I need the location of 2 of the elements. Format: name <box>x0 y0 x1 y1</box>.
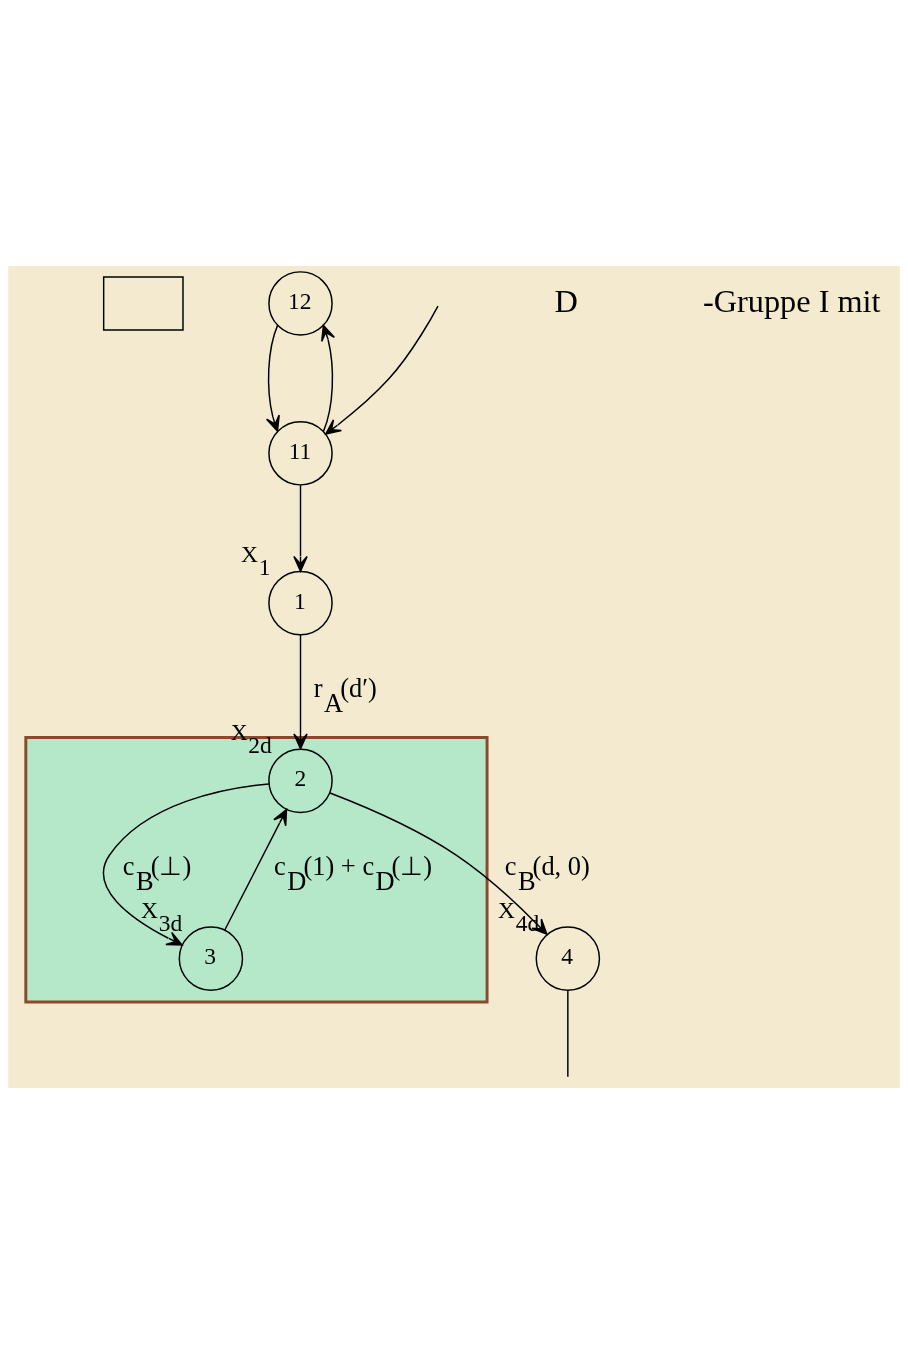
label: D <box>554 282 578 319</box>
label: -Gruppe I mit <box>702 282 881 319</box>
